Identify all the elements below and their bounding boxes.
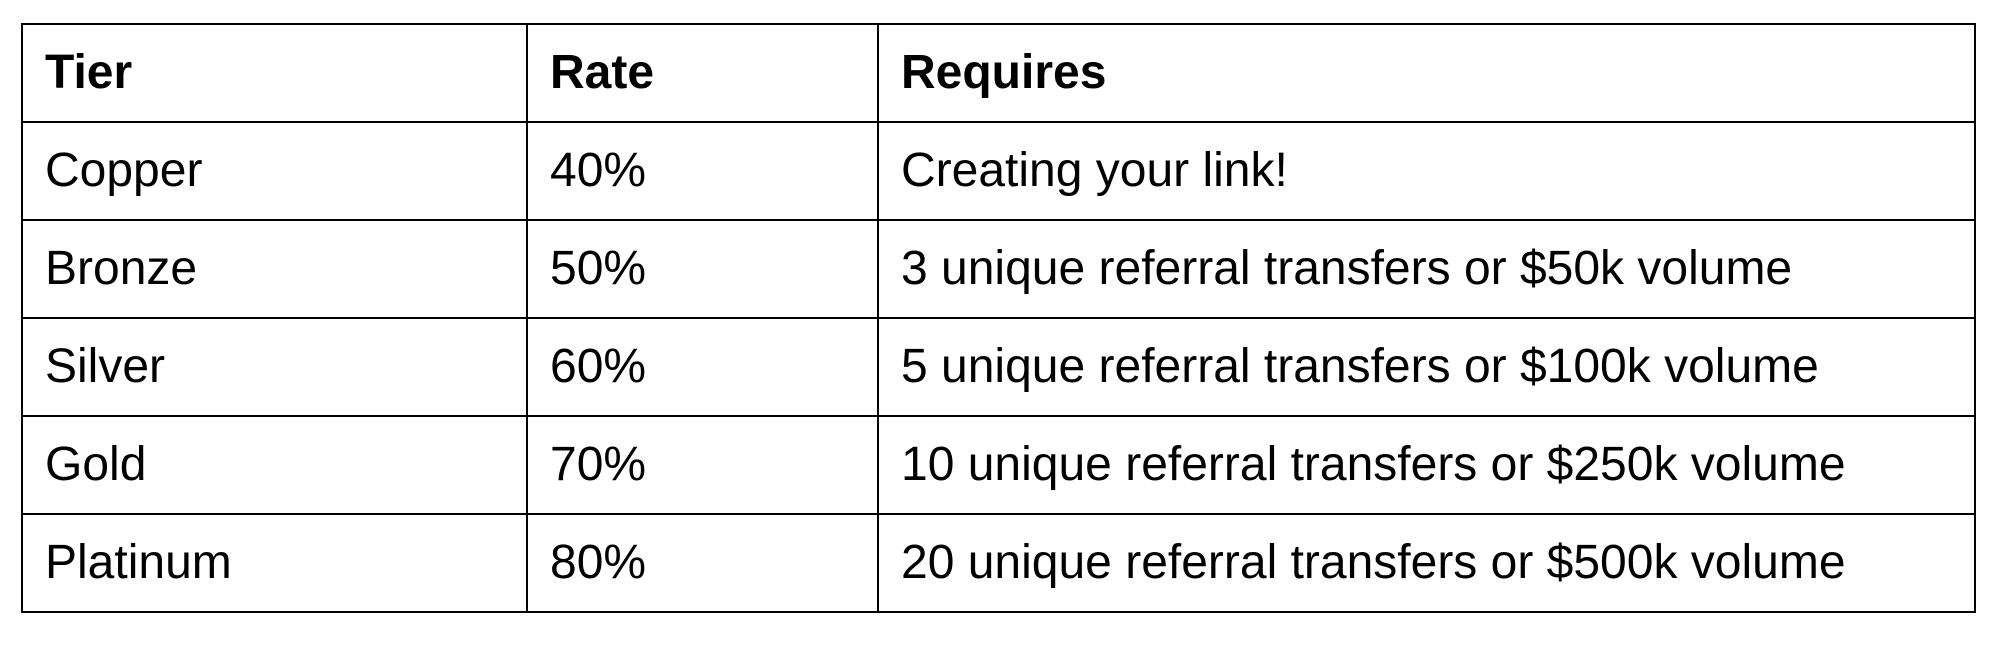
cell-requires: 3 unique referral transfers or $50k volu…: [877, 219, 1976, 319]
table-row: Gold 70% 10 unique referral transfers or…: [21, 415, 1976, 515]
table-header: Tier Rate Requires: [21, 23, 1976, 123]
cell-tier: Platinum: [21, 513, 528, 613]
cell-rate: 40%: [526, 121, 879, 221]
cell-requires: Creating your link!: [877, 121, 1976, 221]
referral-tier-table: Tier Rate Requires Copper 40% Creating y…: [21, 23, 1976, 613]
cell-tier: Bronze: [21, 219, 528, 319]
table-row: Silver 60% 5 unique referral transfers o…: [21, 317, 1976, 417]
cell-tier: Gold: [21, 415, 528, 515]
cell-rate: 50%: [526, 219, 879, 319]
cell-rate: 60%: [526, 317, 879, 417]
header-requires: Requires: [877, 23, 1976, 123]
cell-rate: 70%: [526, 415, 879, 515]
cell-requires: 20 unique referral transfers or $500k vo…: [877, 513, 1976, 613]
cell-rate: 80%: [526, 513, 879, 613]
header-tier: Tier: [21, 23, 528, 123]
header-row: Tier Rate Requires: [21, 23, 1976, 123]
cell-requires: 5 unique referral transfers or $100k vol…: [877, 317, 1976, 417]
cell-tier: Copper: [21, 121, 528, 221]
table-row: Copper 40% Creating your link!: [21, 121, 1976, 221]
table-body: Copper 40% Creating your link! Bronze 50…: [21, 121, 1976, 613]
table-row: Bronze 50% 3 unique referral transfers o…: [21, 219, 1976, 319]
header-rate: Rate: [526, 23, 879, 123]
cell-requires: 10 unique referral transfers or $250k vo…: [877, 415, 1976, 515]
table-row: Platinum 80% 20 unique referral transfer…: [21, 513, 1976, 613]
cell-tier: Silver: [21, 317, 528, 417]
